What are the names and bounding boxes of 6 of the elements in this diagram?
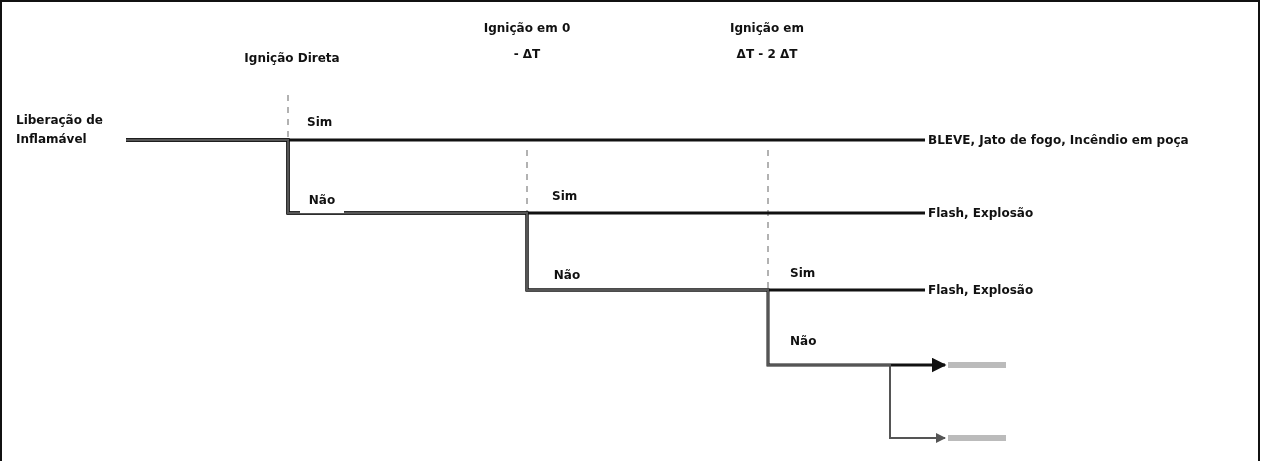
event-label: Liberação de Inflamável [16, 111, 126, 149]
outcome-label: Flash, Explosão [928, 204, 1068, 223]
placeholder-bar [948, 362, 1006, 368]
placeholder-bar [948, 435, 1006, 441]
outcome-label: BLEVE, Jato de fogo, Incêndio em poça [928, 131, 1254, 150]
outcome-label: Flash, Explosão [928, 281, 1068, 300]
